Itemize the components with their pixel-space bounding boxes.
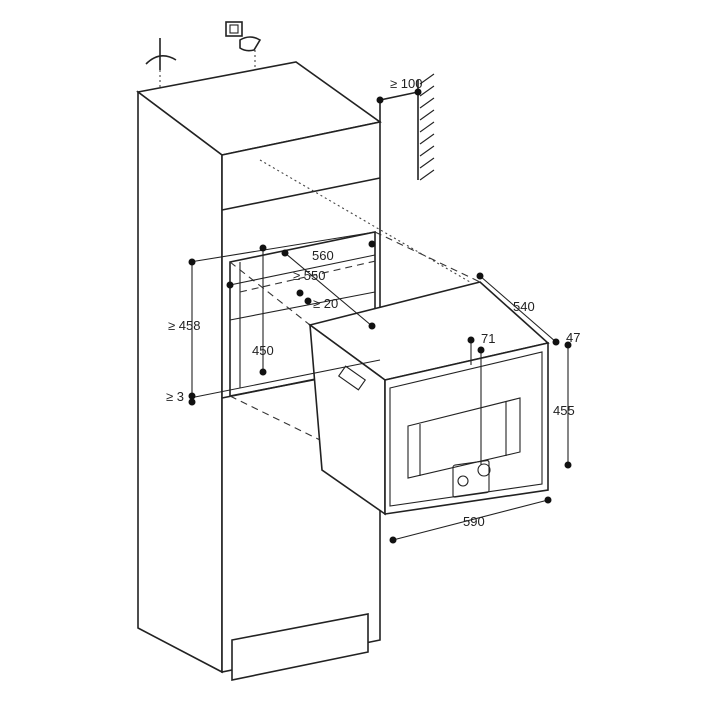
label-niche-width: 560 [312,248,334,263]
label-floor-gap: ≥ 3 [166,389,184,404]
label-inner-height: 450 [252,343,274,358]
label-appliance-depth: 540 [513,299,535,314]
label-front-depth: 47 [566,330,580,345]
control-knob-icon [477,463,491,477]
label-ventilation-gap: ≥ 20 [313,296,338,311]
appliance [308,281,550,516]
dimension-lines [188,88,572,544]
wall-hatch [417,73,435,181]
label-appliance-height: 455 [553,403,575,418]
handle-recess-icon [337,365,367,391]
label-wall-clearance: ≥ 100 [390,76,422,91]
power-socket-icon [225,21,262,52]
power-knob-icon [457,475,469,487]
label-panel-offset: 71 [481,331,495,346]
label-niche-height: ≥ 458 [168,318,200,333]
label-appliance-width: 590 [463,514,485,529]
label-niche-depth: ≥ 550 [293,268,325,283]
